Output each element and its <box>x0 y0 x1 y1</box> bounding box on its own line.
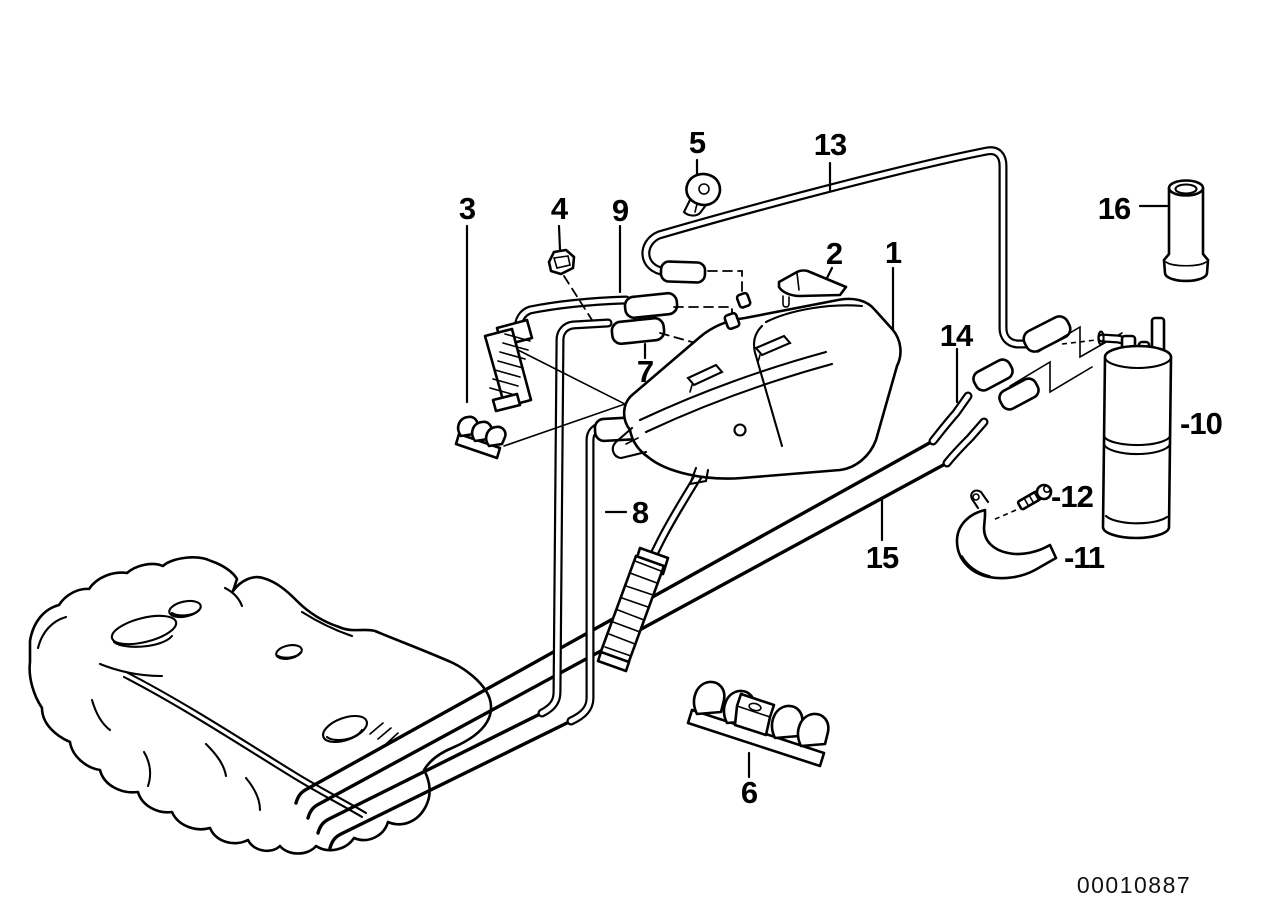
pipe-15-nipple <box>998 377 1040 411</box>
pipe-7-nipple <box>610 316 666 346</box>
canister-left-tab <box>611 426 648 460</box>
pipe-14-nipple <box>972 358 1014 392</box>
sleeve-part-16 <box>1162 179 1210 283</box>
filter-inlet-opening <box>1097 330 1105 346</box>
canister-port-b <box>735 291 752 309</box>
callout-3[interactable]: 3 <box>459 191 477 226</box>
pipe-9-nipple <box>623 291 679 320</box>
leader-lines <box>465 158 1169 779</box>
corrugated-boot-lower <box>596 546 670 673</box>
pipe-9 <box>483 291 679 413</box>
clip-part-3 <box>454 415 507 460</box>
pipe-clamp-part-6 <box>686 680 830 768</box>
bracket-tab <box>970 489 990 510</box>
callout-15[interactable]: 15 <box>866 540 900 575</box>
pipe-line-14-run <box>294 439 935 805</box>
tank-hole-c <box>322 714 399 745</box>
clamp-center-block <box>733 692 776 737</box>
callout-10[interactable]: -10 <box>1180 406 1223 441</box>
callout-8[interactable]: 8 <box>632 495 650 530</box>
tank-filler-opening <box>110 614 178 648</box>
callout-14[interactable]: 14 <box>940 318 975 353</box>
fuel-pipes-bundle <box>294 439 949 850</box>
image-number: 00010887 <box>1077 872 1191 898</box>
callout-13[interactable]: 13 <box>814 127 848 162</box>
callout-6[interactable]: 6 <box>741 775 759 810</box>
canister-port-a <box>723 311 741 331</box>
break-line-lower <box>1009 360 1093 394</box>
pipe-line-7-run <box>316 711 544 835</box>
callout-2[interactable]: 2 <box>826 236 843 271</box>
charcoal-canister <box>611 291 902 486</box>
callout-11[interactable]: -11 <box>1064 540 1106 575</box>
callout-5[interactable]: 5 <box>689 125 707 160</box>
clip-part-5 <box>682 172 722 217</box>
wedge-clip-part-2 <box>777 269 848 308</box>
screw-part-12 <box>992 483 1053 521</box>
callout-7[interactable]: 7 <box>637 354 654 389</box>
callouts: 3 4 9 5 13 2 1 16 14 7 8 15 -10 -12 -11 … <box>459 125 1223 810</box>
callout-4[interactable]: 4 <box>551 191 570 226</box>
pipe-line-8-run <box>328 719 573 850</box>
tank-hole-a <box>168 599 202 619</box>
pipe-13-left-nipple <box>659 260 707 284</box>
sleeve-opening <box>1174 183 1198 195</box>
pipe-line-15-run <box>306 461 949 820</box>
callout-16[interactable]: 16 <box>1098 191 1132 226</box>
tank-rim-line <box>36 615 68 650</box>
canister-hole <box>733 423 747 437</box>
pipe-13-right-nipple <box>1022 315 1072 353</box>
fuel-tank <box>28 556 493 855</box>
pipe-13 <box>641 146 1072 353</box>
corrugated-boot-upper <box>483 318 534 413</box>
fuel-filter <box>1097 316 1173 540</box>
bracket-part-11 <box>955 489 1058 580</box>
callout-1[interactable]: 1 <box>885 235 903 270</box>
nut-part-4 <box>547 248 576 276</box>
callout-12[interactable]: -12 <box>1051 479 1094 514</box>
callout-9[interactable]: 9 <box>612 193 630 228</box>
canister-top-clip-b <box>686 363 724 393</box>
canister-top-clip-a <box>754 334 792 363</box>
canister-front-tab <box>688 466 710 486</box>
